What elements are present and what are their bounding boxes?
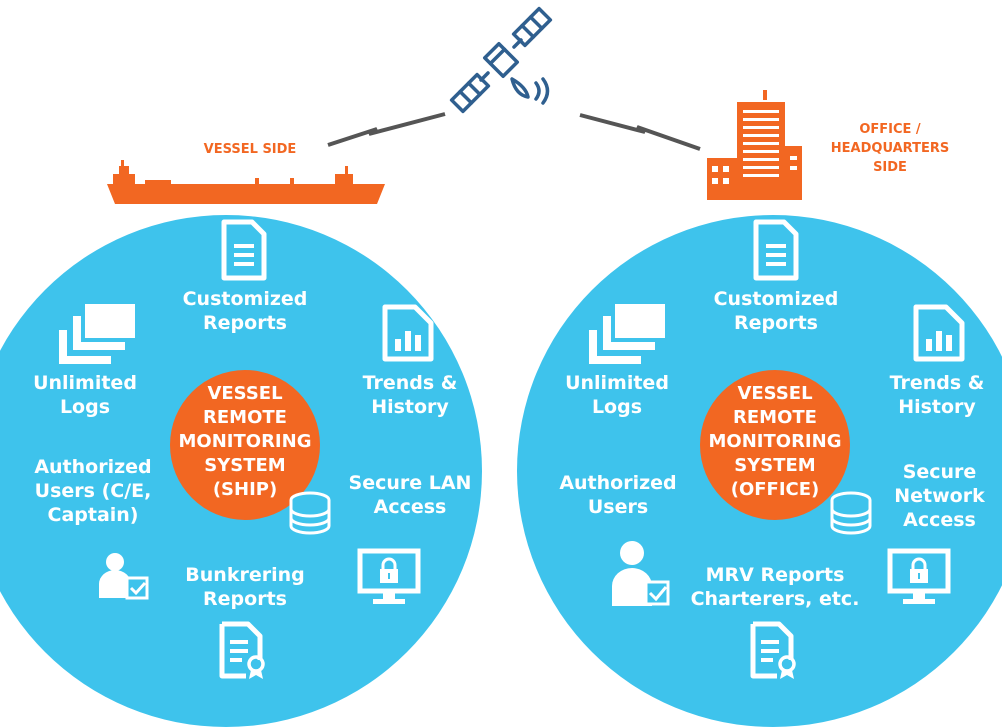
document-icon bbox=[221, 219, 267, 281]
trends-chart-icon bbox=[382, 304, 434, 362]
office-secure-access-label: Secure Network Access bbox=[894, 461, 985, 531]
vessel-bunkering-reports-label: Bunkrering Reports bbox=[185, 564, 305, 610]
logs-stack-icon bbox=[589, 304, 665, 364]
signal-link-left-icon bbox=[327, 112, 446, 147]
document-icon bbox=[753, 219, 799, 281]
office-core-label: VESSEL REMOTE MONITORING SYSTEM (OFFICE) bbox=[708, 383, 842, 500]
office-unlimited-logs-label: Unlimited Logs bbox=[565, 372, 669, 418]
certificate-report-icon bbox=[219, 621, 265, 679]
secure-monitor-icon bbox=[357, 548, 421, 604]
vessel-trends-history-label: Trends & History bbox=[362, 372, 458, 418]
logs-stack-icon bbox=[59, 304, 135, 364]
secure-monitor-icon bbox=[887, 548, 951, 604]
office-side-label: OFFICE / HEADQUARTERS SIDE bbox=[830, 122, 950, 175]
office-building-icon bbox=[707, 90, 802, 200]
vessel-secure-access-label: Secure LAN Access bbox=[348, 472, 472, 518]
database-icon bbox=[830, 491, 872, 535]
signal-link-right-icon bbox=[579, 113, 701, 151]
satellite-icon bbox=[449, 6, 553, 114]
ship-icon bbox=[107, 160, 385, 204]
office-authorized-users-label: Authorized Users bbox=[559, 472, 677, 518]
authorized-user-icon bbox=[612, 541, 670, 606]
office-mrv-reports-label: MRV Reports Charterers, etc. bbox=[690, 564, 860, 610]
vessel-core-label: VESSEL REMOTE MONITORING SYSTEM (SHIP) bbox=[178, 383, 312, 500]
office-trends-history-label: Trends & History bbox=[889, 372, 985, 418]
vessel-unlimited-logs-label: Unlimited Logs bbox=[33, 372, 137, 418]
vessel-customized-reports-label: Customized Reports bbox=[182, 288, 308, 334]
database-icon bbox=[289, 491, 331, 535]
office-customized-reports-label: Customized Reports bbox=[713, 288, 839, 334]
vessel-authorized-users-label: Authorized Users (C/E, Captain) bbox=[34, 456, 152, 526]
vessel-side-label: VESSEL SIDE bbox=[203, 142, 297, 157]
trends-chart-icon bbox=[913, 304, 965, 362]
office-core-circle bbox=[700, 370, 850, 520]
authorized-user-icon bbox=[99, 553, 149, 600]
certificate-report-icon bbox=[750, 621, 796, 679]
